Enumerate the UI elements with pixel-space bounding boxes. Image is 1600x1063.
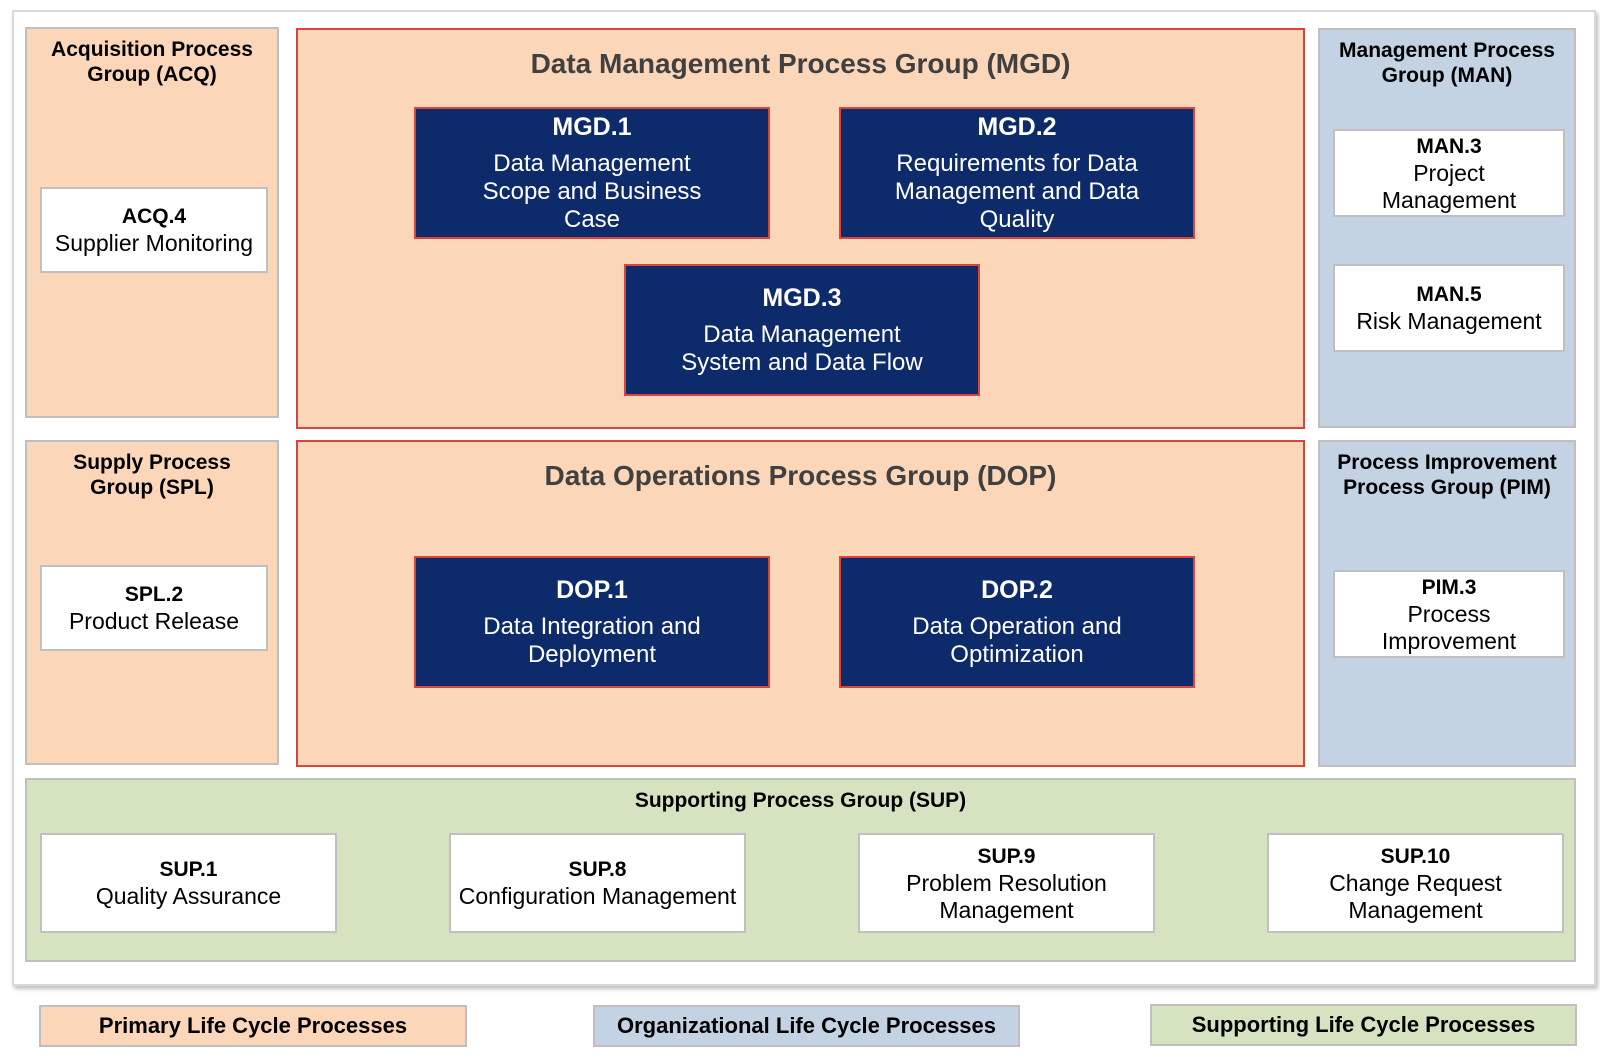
process-box-dop2: DOP.2 Data Operation and Optimization [839, 556, 1195, 688]
process-code: SUP.1 [159, 858, 218, 881]
process-label: Risk Management [1356, 308, 1542, 334]
process-box-mgd1: MGD.1 Data Management Scope and Business… [414, 107, 770, 239]
process-box-man3: MAN.3 Project Management [1333, 129, 1565, 217]
process-code: MAN.5 [1416, 283, 1482, 306]
process-label: Process Improvement [1381, 600, 1517, 654]
pim-group-title: Process Improvement Process Group (PIM) [1337, 451, 1557, 499]
process-code: DOP.2 [981, 576, 1053, 604]
process-box-spl2: SPL.2 Product Release [40, 565, 268, 651]
legend-primary: Primary Life Cycle Processes [39, 1005, 467, 1047]
process-code: SUP.9 [977, 844, 1036, 868]
process-box-pim3: PIM.3 Process Improvement [1333, 570, 1565, 658]
process-label: Product Release [68, 608, 240, 634]
spl-group-panel: Supply Process Group (SPL) SPL.2 Product… [25, 440, 279, 765]
process-code: MAN.3 [1416, 134, 1482, 158]
process-label: Requirements for Data Management and Dat… [894, 150, 1140, 233]
pim-group-panel: Process Improvement Process Group (PIM) … [1318, 440, 1576, 767]
process-code: SUP.10 [1380, 844, 1451, 868]
process-code: ACQ.4 [121, 205, 187, 228]
legend-organizational: Organizational Life Cycle Processes [593, 1005, 1020, 1047]
process-box-acq4: ACQ.4 Supplier Monitoring [40, 187, 268, 273]
process-box-sup8: SUP.8 Configuration Management [449, 833, 746, 933]
process-box-sup1: SUP.1 Quality Assurance [40, 833, 337, 933]
dop-group-title: Data Operations Process Group (DOP) [544, 460, 1057, 491]
process-box-man5: MAN.5 Risk Management [1333, 264, 1565, 352]
process-label: Project Management [1381, 159, 1517, 213]
process-label: Supplier Monitoring [54, 230, 254, 256]
process-box-mgd3: MGD.3 Data Management System and Data Fl… [624, 264, 980, 396]
process-box-sup9: SUP.9 Problem Resolution Management [858, 833, 1155, 933]
legend-supporting: Supporting Life Cycle Processes [1150, 1004, 1577, 1046]
process-code: MGD.3 [762, 284, 842, 312]
process-code: DOP.1 [556, 576, 628, 604]
mgd-group-title: Data Management Process Group (MGD) [530, 48, 1071, 79]
process-label: Change Request Management [1329, 869, 1502, 923]
process-code: SPL.2 [124, 583, 184, 606]
process-label: Configuration Management [458, 883, 737, 909]
process-label: Data Management System and Data Flow [681, 321, 923, 376]
process-label: Problem Resolution Management [906, 869, 1107, 923]
acq-group-title: Acquisition Process Group (ACQ) [51, 38, 253, 86]
mgd-group-panel: Data Management Process Group (MGD) MGD.… [296, 28, 1305, 429]
sup-group-title: Supporting Process Group (SUP) [634, 789, 967, 812]
process-code: SUP.8 [568, 858, 627, 881]
process-box-sup10: SUP.10 Change Request Management [1267, 833, 1564, 933]
process-label: Data Integration and Deployment [483, 613, 701, 668]
spl-group-title: Supply Process Group (SPL) [73, 451, 231, 499]
dop-group-panel: Data Operations Process Group (DOP) DOP.… [296, 440, 1305, 767]
man-group-panel: Management Process Group (MAN) MAN.3 Pro… [1318, 28, 1576, 428]
process-label: Data Operation and Optimization [912, 613, 1122, 668]
acq-group-panel: Acquisition Process Group (ACQ) ACQ.4 Su… [25, 27, 279, 418]
process-code: PIM.3 [1421, 575, 1477, 599]
process-label: Quality Assurance [95, 883, 282, 909]
man-group-title: Management Process Group (MAN) [1339, 39, 1555, 87]
process-box-dop1: DOP.1 Data Integration and Deployment [414, 556, 770, 688]
process-box-mgd2: MGD.2 Requirements for Data Management a… [839, 107, 1195, 239]
process-label: Data Management Scope and Business Case [482, 150, 702, 233]
process-code: MGD.1 [552, 113, 632, 141]
sup-group-panel: Supporting Process Group (SUP) SUP.1 Qua… [25, 778, 1576, 962]
process-code: MGD.2 [977, 113, 1057, 141]
